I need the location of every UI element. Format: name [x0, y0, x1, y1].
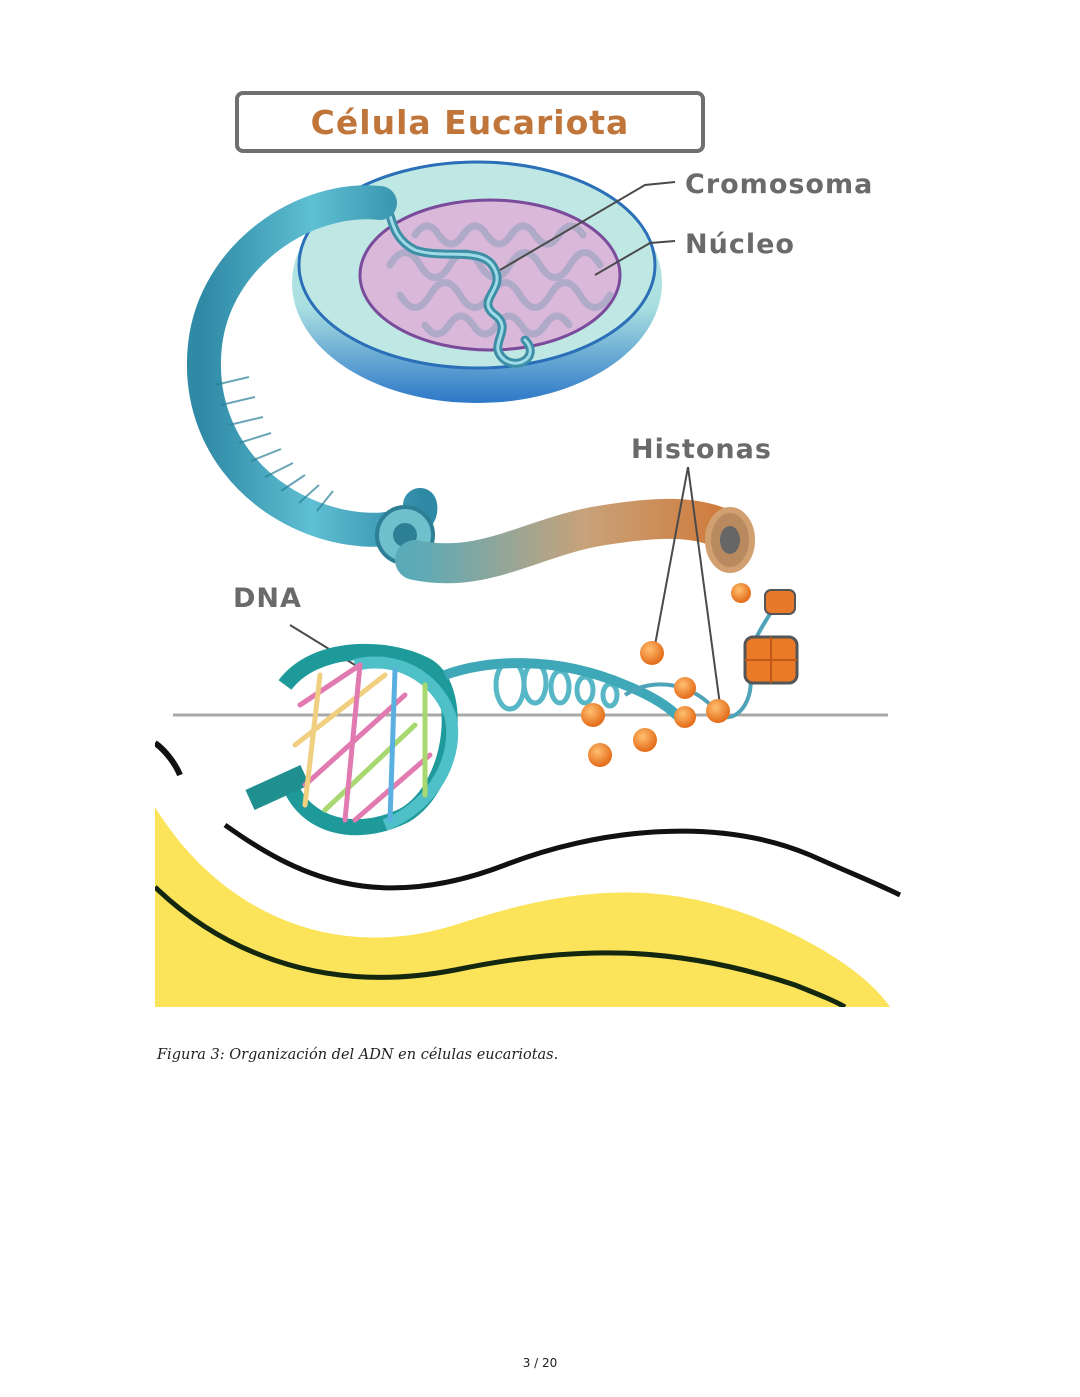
figure-eukaryotic-cell-dna: Célula Eucariota — [155, 85, 905, 1007]
page-number: 3 / 20 — [522, 1356, 558, 1370]
figure-title: Célula Eucariota — [311, 103, 630, 142]
label-dna: DNA — [233, 583, 302, 614]
label-nucleus: Núcleo — [685, 229, 795, 260]
cell-illustration — [186, 160, 755, 584]
dna-organization-illustration: Célula Eucariota — [155, 91, 902, 1007]
title-box: Célula Eucariota — [235, 91, 705, 153]
decorative-wave — [155, 740, 902, 1007]
figure-caption: Figura 3: Organización del ADN en célula… — [157, 1047, 559, 1063]
histones-cluster — [581, 583, 799, 767]
label-histones: Histonas — [631, 434, 772, 465]
label-chromosome: Cromosoma — [685, 169, 873, 200]
dna-helix — [245, 643, 690, 836]
